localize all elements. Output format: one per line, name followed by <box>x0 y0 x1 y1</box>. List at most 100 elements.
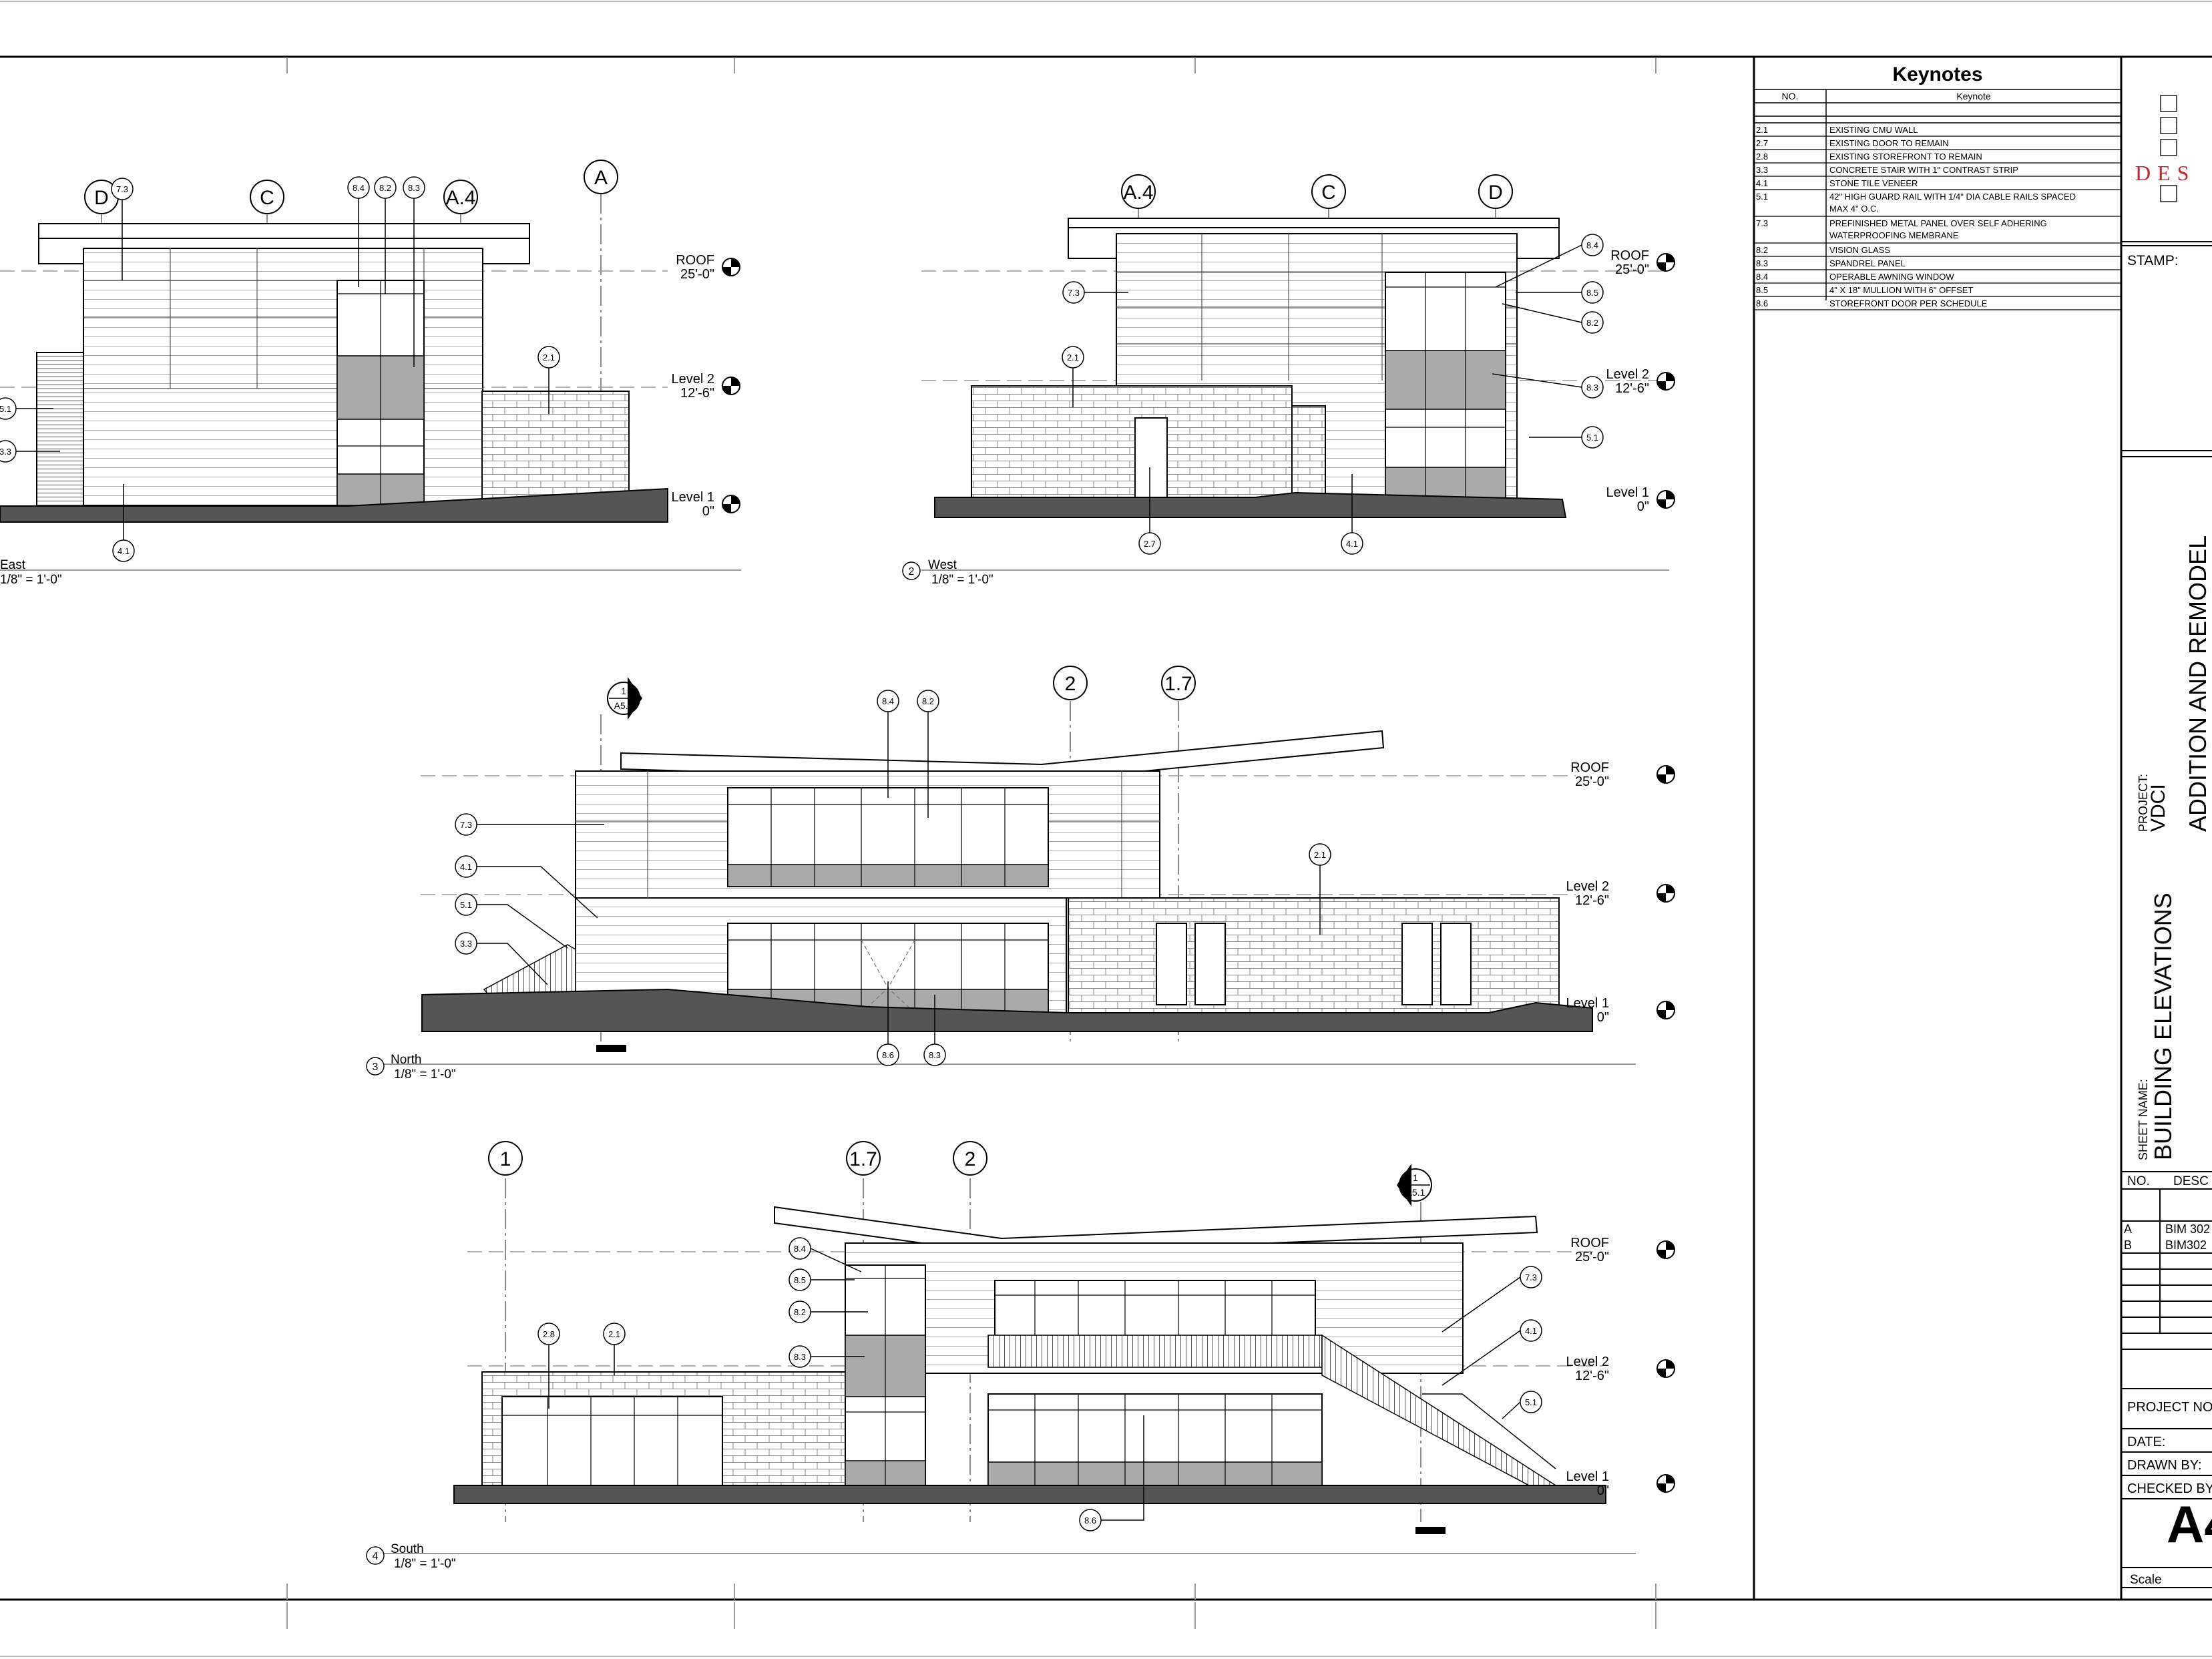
keynote-no-6: 7.3 <box>1756 218 1768 228</box>
south-grid-marker <box>1415 1527 1446 1534</box>
keynote-no-8: 8.3 <box>1756 258 1768 268</box>
level-marker-level1: Level 10" <box>1606 485 1675 514</box>
level-name: Level 1 <box>672 490 715 505</box>
keynote-tag-label: 2.7 <box>1144 539 1156 549</box>
keynote-no-10: 8.5 <box>1756 285 1768 295</box>
level-name: ROOF <box>1570 1236 1609 1250</box>
level-elevation: 12'-6" <box>1615 381 1649 396</box>
west-view-scale: 1/8" = 1'-0" <box>931 573 993 587</box>
grid-label: A.4 <box>445 187 475 209</box>
keynote-text2-5: MAX 4" O.C. <box>1829 204 1879 214</box>
keynote-text-9: OPERABLE AWNING WINDOW <box>1829 272 1954 282</box>
keynote-tag-label: 8.2 <box>922 696 934 706</box>
keynote-tag-5-1: 5.1 <box>0 397 53 420</box>
firm-logo-text: DES <box>2135 161 2195 185</box>
level-elevation: 12'-6" <box>1575 1369 1609 1383</box>
keynote-tag-label: 8.4 <box>1586 240 1598 250</box>
keynote-tag-8-5: 8.5 <box>1516 281 1604 304</box>
keynote-tag-2-1: 2.1 <box>537 346 560 414</box>
level-elevation: 0" <box>1597 1483 1609 1498</box>
keynote-text-10: 4" X 18" MULLION WITH 6" OFFSET <box>1829 285 1973 295</box>
keynote-tag-2-8: 2.8 <box>537 1323 560 1409</box>
grid-label: 1.7 <box>849 1148 877 1170</box>
level-name: ROOF <box>1610 248 1649 263</box>
keynote-tag-label: 8.3 <box>1586 383 1598 393</box>
keynote-tag-label: 3.3 <box>0 447 11 457</box>
east-view-scale: 1/8" = 1'-0" <box>0 573 62 587</box>
level-marker-level1: Level 10" <box>1566 1469 1675 1498</box>
keynote-tag-8-2: 8.2 <box>917 690 939 818</box>
keynote-tag-label: 8.3 <box>929 1050 941 1060</box>
keynote-tag-5-1: 5.1 <box>1502 1391 1542 1419</box>
level-elevation: 25'-0" <box>680 267 714 282</box>
keynote-no-11: 8.6 <box>1756 298 1768 308</box>
level-name: Level 2 <box>1566 879 1610 894</box>
level-name: ROOF <box>676 253 714 268</box>
level-elevation: 12'-6" <box>680 386 714 401</box>
keynote-tag-8-2: 8.2 <box>374 176 397 294</box>
north-section-reference: 1 A5.1 <box>607 677 642 720</box>
keynote-tag-label: 4.1 <box>1346 539 1358 549</box>
level-name: Level 1 <box>1566 996 1610 1011</box>
keynote-text-4: STONE TILE VENEER <box>1829 178 1918 188</box>
sheet-number: A4 <box>2167 1495 2212 1554</box>
project-label: PROJECT: <box>2137 774 2150 832</box>
keynote-text-2: EXISTING STOREFRONT TO REMAIN <box>1829 152 1982 162</box>
keynote-no-9: 8.4 <box>1756 272 1768 282</box>
keynote-tag-7-3: 7.3 <box>1062 281 1128 304</box>
revision-col-no: NO. <box>2127 1174 2150 1188</box>
grid-bubble-C: C <box>1311 174 1346 209</box>
keynotes-title: Keynotes <box>1892 63 1982 85</box>
keynote-tag-8-3: 8.3 <box>789 1345 865 1368</box>
keynote-tag-label: 2.8 <box>543 1329 555 1339</box>
keynote-tag-8-5: 8.5 <box>789 1268 855 1291</box>
level-elevation: 12'-6" <box>1575 893 1609 908</box>
keynote-text2-6: WATERPROOFING MEMBRANE <box>1829 230 1959 240</box>
keynote-tag-8-3: 8.3 <box>1492 373 1604 399</box>
stamp-label: STAMP: <box>2127 253 2179 268</box>
keynote-col-keynote: Keynote <box>1956 91 1991 101</box>
keynote-tag-label: 4.1 <box>460 862 472 872</box>
keynote-tag-7-3: 7.3 <box>111 178 134 280</box>
svg-text:3: 3 <box>373 1061 379 1073</box>
keynote-tag-label: 2.1 <box>543 352 555 363</box>
south-section-number: 1 <box>1413 1172 1418 1183</box>
keynote-tag-label: 5.1 <box>0 404 11 414</box>
keynote-tag-5-1: 5.1 <box>1529 426 1604 449</box>
keynote-text-0: EXISTING CMU WALL <box>1829 125 1918 135</box>
grid-label: 2 <box>965 1148 976 1170</box>
level-name: ROOF <box>1570 760 1609 775</box>
south-section-reference: 1 A5.1 <box>1397 1164 1432 1206</box>
south-view-scale: 1/8" = 1'-0" <box>394 1557 456 1571</box>
keynote-tag-label: 7.3 <box>1525 1272 1537 1282</box>
keynote-text-8: SPANDREL PANEL <box>1829 258 1906 268</box>
grid-label: 2 <box>1065 673 1076 695</box>
sheet-name: BUILDING ELEVATIONS <box>2149 893 2177 1160</box>
keynote-tag-2-1: 2.1 <box>603 1323 626 1375</box>
grid-label: A.4 <box>1123 182 1153 204</box>
keynote-tag-label: 5.1 <box>460 900 472 910</box>
keynote-tag-label: 8.4 <box>353 183 365 193</box>
keynote-tag-label: 5.1 <box>1525 1397 1537 1407</box>
keynote-text-5: 42" HIGH GUARD RAIL WITH 1/4" DIA CABLE … <box>1829 192 2076 202</box>
grid-label: 1 <box>500 1148 511 1170</box>
west-view-number: 2 <box>902 561 921 580</box>
keynote-no-0: 2.1 <box>1756 125 1768 135</box>
grid-label: D <box>1488 182 1503 204</box>
keynote-tag-label: 7.3 <box>116 184 128 194</box>
level-marker-level2: Level 212'-6" <box>1566 1355 1675 1383</box>
keynote-tag-label: 2.1 <box>608 1329 620 1339</box>
keynote-tag-4-1: 4.1 <box>112 484 135 562</box>
keynote-text-6: PREFINISHED METAL PANEL OVER SELF ADHERI… <box>1829 218 2047 228</box>
